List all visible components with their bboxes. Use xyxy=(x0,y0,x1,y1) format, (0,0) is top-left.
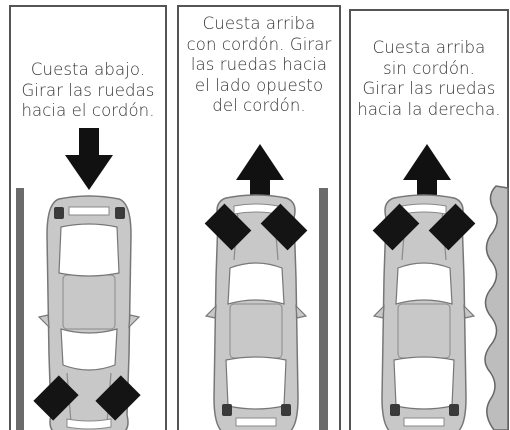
caption-line: hacia el cordón. xyxy=(21,101,155,120)
arrow-up-icon xyxy=(236,144,284,200)
panel-uphill-with-curb xyxy=(177,5,341,430)
arrow-down-icon xyxy=(65,128,113,190)
curb-icon xyxy=(319,188,328,430)
caption-line: Girar las ruedas xyxy=(21,80,155,100)
caption-line: Girar las ruedas xyxy=(362,79,496,98)
caption-line: con cordón. Girar xyxy=(186,34,332,54)
panel-frame xyxy=(177,5,341,430)
road-edge-icon xyxy=(484,185,509,430)
front-left-wheel-icon xyxy=(204,203,252,251)
caption-line: del cordón. xyxy=(212,96,306,115)
caption-line: Cuesta abajo. xyxy=(30,60,146,79)
front-left-wheel-icon xyxy=(33,375,79,421)
caption-line: hacia la derecha. xyxy=(357,99,501,119)
front-right-wheel-icon xyxy=(95,375,141,421)
curb-icon xyxy=(16,188,24,430)
caption-line: Cuesta arriba xyxy=(372,38,486,57)
front-right-wheel-icon xyxy=(428,203,476,251)
panel-frame xyxy=(9,5,167,430)
front-left-wheel-icon xyxy=(372,203,420,251)
front-right-wheel-icon xyxy=(260,203,308,251)
caption-line: el lado opuesto xyxy=(194,75,324,95)
caption-line: sin cordón. xyxy=(383,58,475,78)
arrow-up-icon xyxy=(403,144,451,200)
panel-uphill-no-curb xyxy=(349,9,509,430)
caption-uphill-no-curb: Cuesta arriba sin cordón. Girar las rued… xyxy=(350,38,508,120)
panel-downhill xyxy=(9,5,167,430)
caption-line: Cuesta arriba xyxy=(202,14,316,33)
caption-line: las ruedas hacia xyxy=(190,55,328,74)
caption-downhill: Cuesta abajo. Girar las ruedas hacia el … xyxy=(10,60,166,122)
caption-uphill-with-curb: Cuesta arriba con cordón. Girar las rued… xyxy=(178,14,340,117)
